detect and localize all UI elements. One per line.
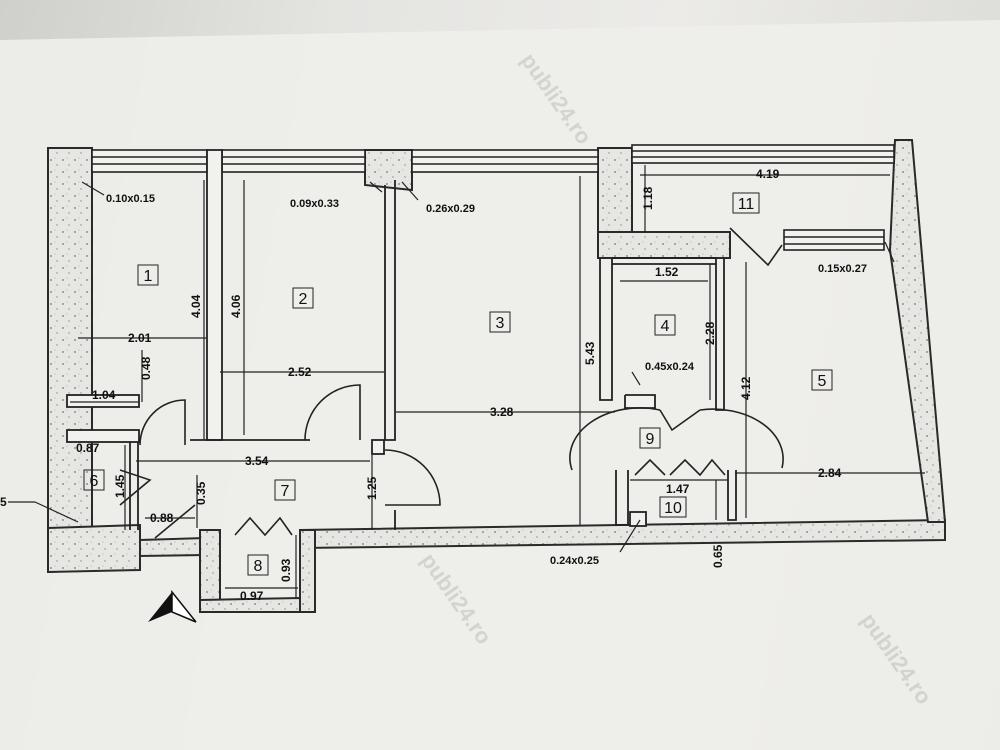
dim-0-35: 0.35 [194,481,208,505]
dim-4-12: 4.12 [739,376,753,400]
dim-3-28: 3.28 [490,405,514,419]
room-7: 7 [281,483,290,500]
north-arrow-icon [148,589,197,623]
opening-3: 0.26x0.29 [426,203,475,215]
dim-1-18: 1.18 [641,186,655,210]
room-2: 2 [299,291,308,308]
opening-1: 0.10x0.15 [106,193,155,205]
dim-1-25: 1.25 [365,476,379,500]
room-8: 8 [254,558,263,575]
room-labels: 1 2 3 4 5 6 7 8 9 10 11 [83,192,833,576]
dim-0-65: 0.65 [711,544,725,568]
room-3: 3 [496,315,505,332]
dim-2-01: 2.01 [128,331,152,345]
dim-2-28: 2.28 [703,321,717,345]
dim-1-45: 1.45 [113,474,127,498]
opening-4: 0.45x0.24 [645,361,695,373]
dim-5-43: 5.43 [583,341,597,365]
door-swings [119,227,784,539]
dim-2-84: 2.84 [818,466,842,480]
room-6: 6 [90,473,99,490]
dim-0-93: 0.93 [279,558,293,582]
dim-4-19: 4.19 [756,167,780,181]
dimension-lines [8,165,925,598]
dim-1-47: 1.47 [666,482,690,496]
windows [91,144,895,251]
opening-values: 0.10x0.15 0.09x0.33 0.26x0.29 0.45x0.24 … [106,193,867,567]
dim-0-88: 0.88 [150,511,174,525]
dim-0-48: 0.48 [139,356,153,380]
room-9: 9 [646,431,655,448]
opening-6: 0.24x0.25 [550,555,599,567]
room-10: 10 [664,500,682,517]
opening-5: 0.15x0.27 [818,263,867,275]
room-4: 4 [661,318,670,335]
left-edge-label: 5 [0,495,7,509]
room-1: 1 [144,268,153,285]
dim-1-52: 1.52 [655,265,679,279]
opening-2: 0.09x0.33 [290,198,339,210]
dim-0-87: 0.87 [76,441,100,455]
dim-1-04: 1.04 [92,388,116,402]
interior-walls [66,149,737,530]
dim-4-04: 4.04 [189,294,203,318]
exterior-walls [47,139,947,613]
room-11: 11 [738,196,755,213]
dim-2-52: 2.52 [288,365,312,379]
dim-0-97: 0.97 [240,589,264,603]
paper-sheet [0,20,1000,750]
room-5: 5 [818,373,827,390]
dim-3-54: 3.54 [245,454,269,468]
dim-4-06: 4.06 [229,294,243,318]
dimension-values: 2.01 4.04 4.06 2.52 0.48 1.04 3.54 3.28 … [0,167,842,603]
